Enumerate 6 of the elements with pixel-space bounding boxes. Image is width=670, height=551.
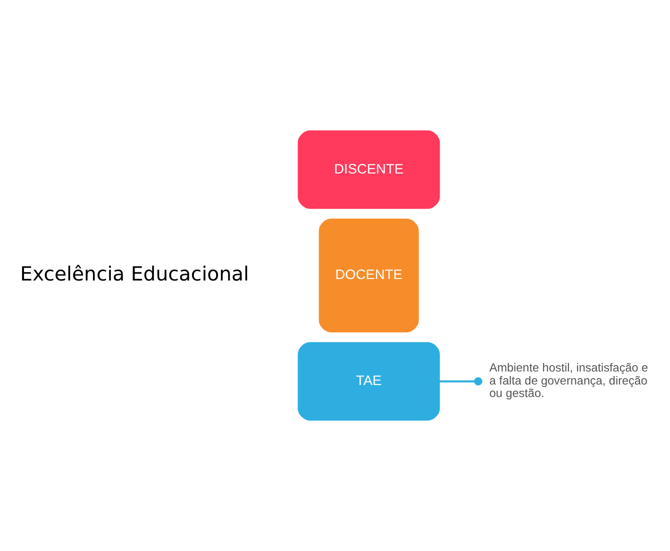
label: Excelência Educacional — [20, 262, 250, 286]
node-box: TAE — [298, 342, 440, 421]
node-text: Ambiente hostil, insatisfação e a falta de governança, direção ou gestão. — [489, 362, 648, 400]
node-box: DOCENTE — [318, 218, 419, 332]
connector — [440, 377, 482, 386]
node-box: DISCENTE — [298, 130, 440, 209]
